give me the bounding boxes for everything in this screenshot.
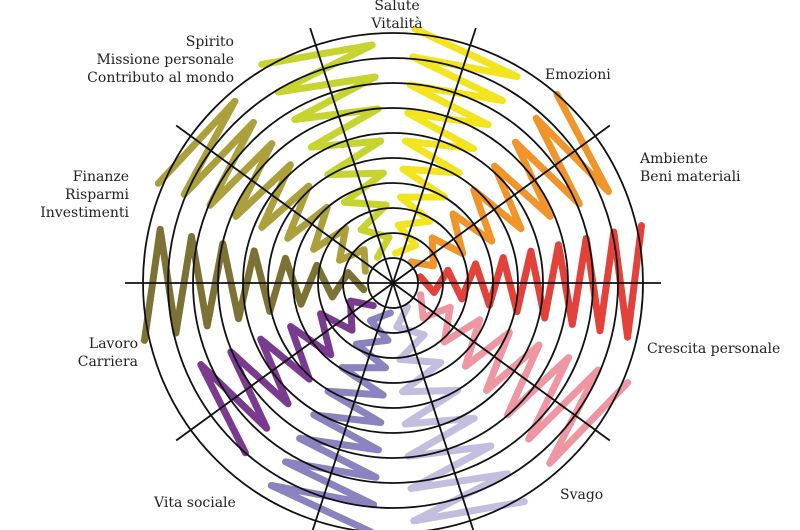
scribble-crescita bbox=[417, 291, 632, 467]
spoke-4 bbox=[392, 282, 611, 442]
label-salute-line-1: Salute bbox=[374, 0, 420, 14]
label-svago: Svago bbox=[560, 486, 603, 504]
scribble-spirito bbox=[258, 41, 393, 261]
scribble-salute bbox=[392, 25, 521, 257]
label-ambiente-line-2: Beni materiali bbox=[640, 169, 741, 185]
spoke-6 bbox=[311, 282, 394, 530]
label-crescita: Crescita personale bbox=[647, 340, 780, 358]
label-finanze: Finanze Risparmi Investimenti bbox=[20, 168, 129, 222]
label-vita-sociale: Vita sociale bbox=[154, 494, 236, 512]
label-salute-line-2: Vitalità bbox=[371, 16, 423, 32]
spoke-5 bbox=[392, 282, 475, 530]
label-vita-sociale-line-1: Vita sociale bbox=[154, 495, 236, 511]
label-salute: Salute Vitalità bbox=[322, 0, 472, 33]
spoke-9 bbox=[175, 124, 394, 284]
label-lavoro-line-2: Carriera bbox=[77, 354, 138, 370]
scribble-layer bbox=[141, 25, 645, 530]
scribble-ambiente bbox=[416, 222, 645, 341]
spoke-7 bbox=[175, 282, 394, 442]
scribble-lavoro bbox=[141, 225, 368, 344]
label-ambiente: Ambiente Beni materiali bbox=[640, 150, 741, 186]
label-spirito-line-1: Spirito bbox=[185, 34, 234, 50]
scribble-vita-sociale bbox=[267, 309, 394, 530]
label-ambiente-line-1: Ambiente bbox=[640, 151, 709, 167]
scribble-emozioni bbox=[407, 90, 612, 270]
label-lavoro-line-1: Lavoro bbox=[88, 336, 138, 352]
label-emozioni: Emozioni bbox=[545, 66, 611, 84]
label-lavoro: Lavoro Carriera bbox=[40, 335, 138, 371]
label-finanze-line-1: Finanze bbox=[72, 169, 129, 185]
spoke-2 bbox=[392, 124, 611, 284]
scribble-finanze bbox=[154, 97, 369, 275]
scribble-svago bbox=[393, 303, 528, 525]
label-finanze-line-2: Risparmi bbox=[65, 187, 129, 203]
label-spirito: Spirito Missione personale Contributo al… bbox=[20, 33, 234, 87]
label-spirito-line-2: Missione personale bbox=[96, 52, 234, 68]
label-finanze-line-3: Investimenti bbox=[40, 205, 129, 221]
spoke-1 bbox=[392, 27, 477, 284]
label-crescita-line-1: Crescita personale bbox=[647, 341, 781, 357]
label-svago-line-1: Svago bbox=[560, 487, 604, 503]
label-emozioni-line-1: Emozioni bbox=[545, 67, 611, 83]
scribble-vita-sociale-2 bbox=[197, 297, 377, 457]
spoke-10 bbox=[309, 27, 394, 284]
spoke-layer bbox=[125, 27, 661, 530]
label-spirito-line-3: Contributo al mondo bbox=[87, 70, 234, 86]
